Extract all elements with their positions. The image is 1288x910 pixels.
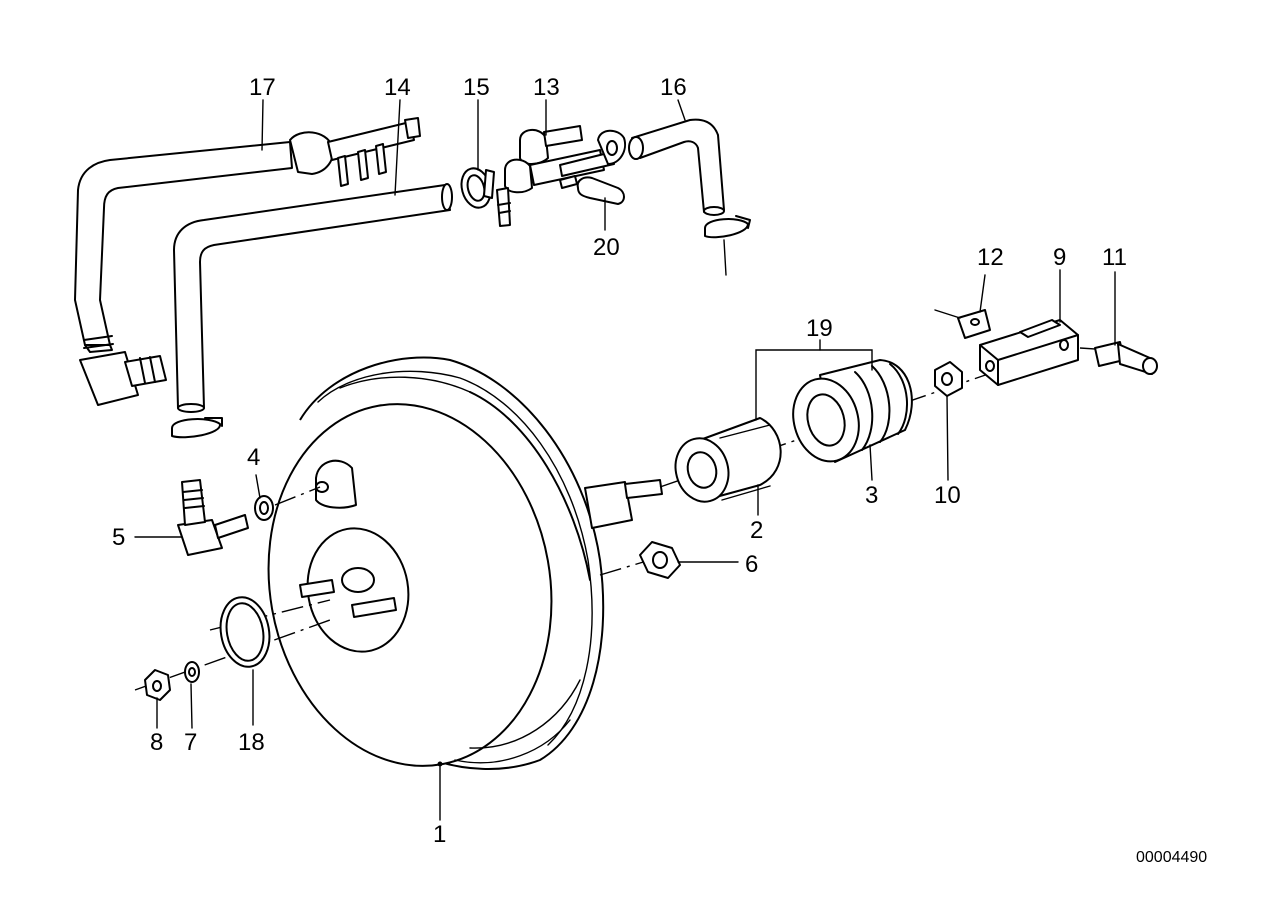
part-block-9 [979,319,1079,386]
callout-17: 17 [249,74,276,101]
part-tube-20 [576,176,625,205]
callout-2: 2 [750,517,763,544]
callout-5: 5 [112,524,125,551]
callout-13: 13 [533,74,560,101]
part-elbow-5 [177,479,249,556]
part-clamp-15 [460,167,495,209]
callout-15: 15 [463,74,490,101]
callout-10: 10 [934,482,961,509]
callout-3: 3 [865,482,878,509]
callout-12: 12 [977,244,1004,271]
part-valve-13 [496,125,626,227]
callout-labels: 1 2 3 4 5 6 7 8 9 10 11 12 13 14 15 16 1… [112,74,1127,848]
catalog-number: 00004490 [1136,849,1207,866]
part-hose-clamp [171,417,223,439]
part-hose-17 [74,117,421,406]
part-washer-4 [254,495,274,521]
callout-9: 9 [1053,244,1066,271]
callout-19: 19 [806,315,833,342]
part-seal-ring-18 [219,596,271,668]
part-nut-6 [639,541,681,579]
leader-lines [134,99,1116,821]
callout-4: 4 [247,444,260,471]
callout-6: 6 [745,551,758,578]
part-brake-booster [267,356,663,770]
part-fitting-11 [1094,341,1158,375]
callout-1: 1 [433,821,446,848]
part-clip-12 [934,309,991,339]
part-hose-16 [628,118,751,239]
part-boot [792,359,913,463]
callout-18: 18 [238,729,265,756]
part-hose-14 [173,183,453,413]
part-sleeve [674,417,782,503]
callout-20: 20 [593,234,620,261]
part-washer-7 [184,661,200,683]
part-nut-10 [934,361,963,397]
callout-8: 8 [150,729,163,756]
callout-16: 16 [660,74,687,101]
callout-11: 11 [1102,244,1127,271]
callout-7: 7 [184,729,197,756]
callout-14: 14 [384,74,411,101]
part-nut-8 [144,669,171,701]
